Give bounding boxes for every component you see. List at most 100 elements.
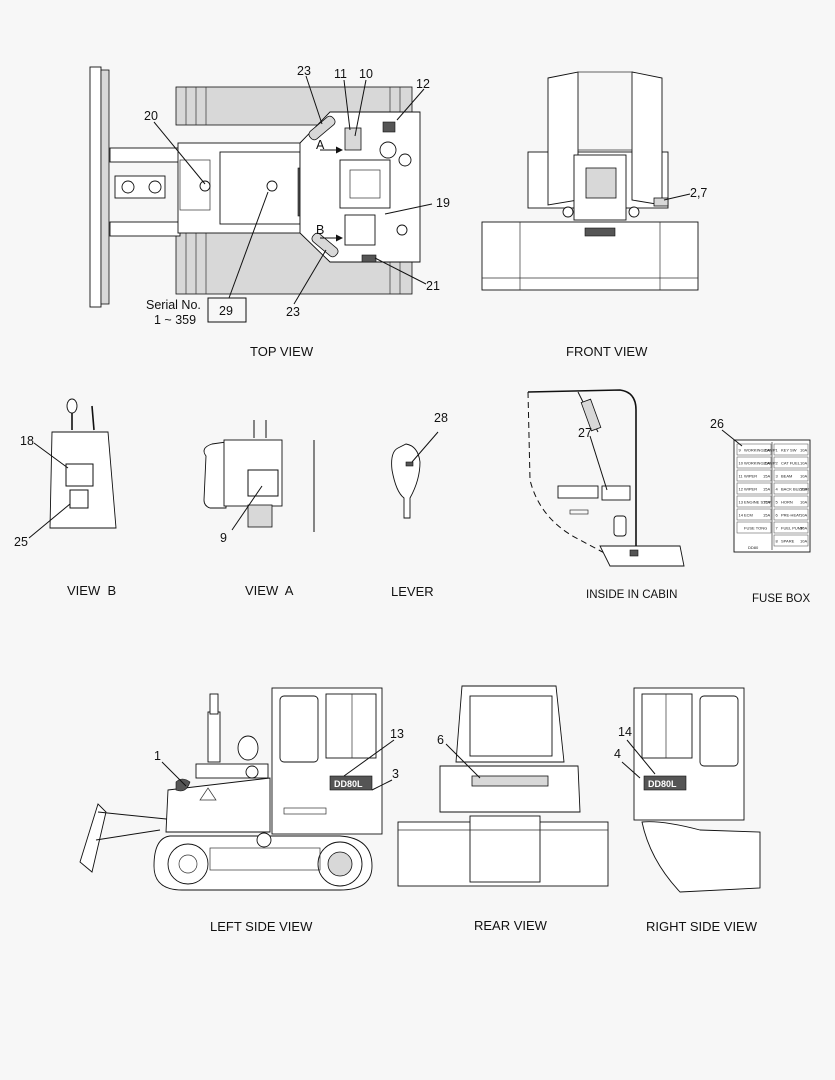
fuse-number: 6 <box>776 513 779 518</box>
left-model-decal: DD80L <box>334 779 363 789</box>
fuse-slot-left-6 <box>736 521 772 534</box>
fuse-amperage: 10A <box>800 539 807 544</box>
fuse-number: 7 <box>776 526 779 531</box>
caption-right-side-view: RIGHT SIDE VIEW <box>646 919 758 934</box>
fuse-name: FUEL PUMP <box>781 526 804 531</box>
fuse-amperage: 15A <box>763 461 770 466</box>
fuse-amperage: 10A <box>800 474 807 479</box>
callout-10: 10 <box>359 67 373 81</box>
fuse-amperage: 10A <box>800 461 807 466</box>
fuse-slot-right-6 <box>773 521 809 534</box>
callout-19: 19 <box>436 196 450 210</box>
fuse-slot-right-4 <box>773 495 809 508</box>
fuse-amperage: 10A <box>800 513 807 518</box>
fuse-amperage: 15A <box>763 474 770 479</box>
fuse-box-bottom-label: DD80 <box>748 545 759 550</box>
fuse-amperage: 10A <box>800 500 807 505</box>
serial-range: 1 ~ 359 <box>154 313 196 327</box>
fuse-amperage: 10A <box>800 448 807 453</box>
fuse-slot-left-3 <box>736 482 772 495</box>
fuse-number: 4 <box>776 487 779 492</box>
serial-label: Serial No. <box>146 298 201 312</box>
callout-20: 20 <box>144 109 158 123</box>
caption-fuse-box: FUSE BOX <box>752 593 810 605</box>
caption-view-b: VIEW B <box>67 583 116 598</box>
fuse-name: BACK BUZZER <box>781 487 809 492</box>
arrow-a-label: A <box>316 138 325 152</box>
fuse-name: CAT FUEL <box>781 461 801 466</box>
fuse-slot-right-1 <box>773 456 809 469</box>
fuse-number: 3 <box>776 474 779 479</box>
fuse-slot-left-4 <box>736 495 772 508</box>
fuse-name: SPARE <box>781 539 795 544</box>
fuse-number: 5 <box>776 500 779 505</box>
fuse-name: ECM <box>744 513 753 518</box>
callout-3: 3 <box>392 767 399 781</box>
right-side-view-drawing <box>621 687 761 893</box>
fuse-name: WIPER <box>744 474 757 479</box>
callout-2-7: 2,7 <box>690 186 707 200</box>
fuse-slot-left-1 <box>736 456 772 469</box>
fuse-number: 10 <box>739 461 744 466</box>
callout-4: 4 <box>614 747 621 761</box>
fuse-name: WORKING LAMP <box>744 461 776 466</box>
callout-18: 18 <box>20 434 34 448</box>
fuse-number: 2 <box>776 461 779 466</box>
callout-28: 28 <box>434 411 448 425</box>
rear-view-drawing <box>397 685 609 887</box>
caption-lever: LEVER <box>391 584 434 599</box>
fuse-slot-right-5 <box>773 508 809 521</box>
fuse-name: FUSE TONG <box>744 526 767 531</box>
fuse-number: 1 <box>776 448 779 453</box>
serial-box-number: 29 <box>219 304 233 318</box>
fuse-slot-right-0 <box>773 443 809 456</box>
callout-21: 21 <box>426 279 440 293</box>
callout-25: 25 <box>14 535 28 549</box>
fuse-amperage: 15A <box>763 500 770 505</box>
fuse-name: BEAM <box>781 474 792 479</box>
view-b-drawing <box>28 398 117 539</box>
fuse-name: WORKING LAMP <box>744 448 776 453</box>
caption-front-view: FRONT VIEW <box>566 344 648 359</box>
caption-inside-cabin: INSIDE IN CABIN <box>586 589 677 601</box>
fuse-slot-right-3 <box>773 482 809 495</box>
left-side-view-drawing <box>79 687 395 891</box>
fuse-name: ENGINE STOP <box>744 500 772 505</box>
fuse-slot-left-5 <box>736 508 772 521</box>
fuse-number: 14 <box>739 513 744 518</box>
fuse-number: 12 <box>739 487 744 492</box>
callout-12: 12 <box>416 77 430 91</box>
fuse-amperage: 15A <box>763 487 770 492</box>
caption-top-view: TOP VIEW <box>250 344 314 359</box>
right-model-decal: DD80L <box>648 779 677 789</box>
arrow-b-label: B <box>316 223 324 237</box>
fuse-amperage: 15A <box>763 513 770 518</box>
fuse-amperage: 10A <box>800 526 807 531</box>
callout-23-bottom: 23 <box>286 305 300 319</box>
caption-rear-view: REAR VIEW <box>474 918 548 933</box>
lever-drawing <box>391 431 439 519</box>
fuse-name: PRE-HEAT <box>781 513 801 518</box>
callout-13: 13 <box>390 727 404 741</box>
fuse-name: WIPER <box>744 487 757 492</box>
fuse-name: HORN <box>781 500 793 505</box>
cabin-drawing <box>527 389 685 567</box>
callout-14: 14 <box>618 725 632 739</box>
callout-26: 26 <box>710 417 724 431</box>
caption-left-side-view: LEFT SIDE VIEW <box>210 919 313 934</box>
callout-27: 27 <box>578 426 592 440</box>
callout-1: 1 <box>154 749 161 763</box>
top-view-drawing <box>89 66 433 323</box>
fuse-slot-left-0 <box>736 443 772 456</box>
fuse-amperage: 15A <box>763 448 770 453</box>
front-view-drawing <box>481 71 699 291</box>
callout-9: 9 <box>220 531 227 545</box>
fuse-name: KEY SW <box>781 448 797 453</box>
fuse-number: 13 <box>739 500 744 505</box>
callout-23-top: 23 <box>297 64 311 78</box>
fuse-slot-right-2 <box>773 469 809 482</box>
caption-view-a: VIEW A <box>245 583 294 598</box>
fuse-number: 11 <box>739 474 744 479</box>
